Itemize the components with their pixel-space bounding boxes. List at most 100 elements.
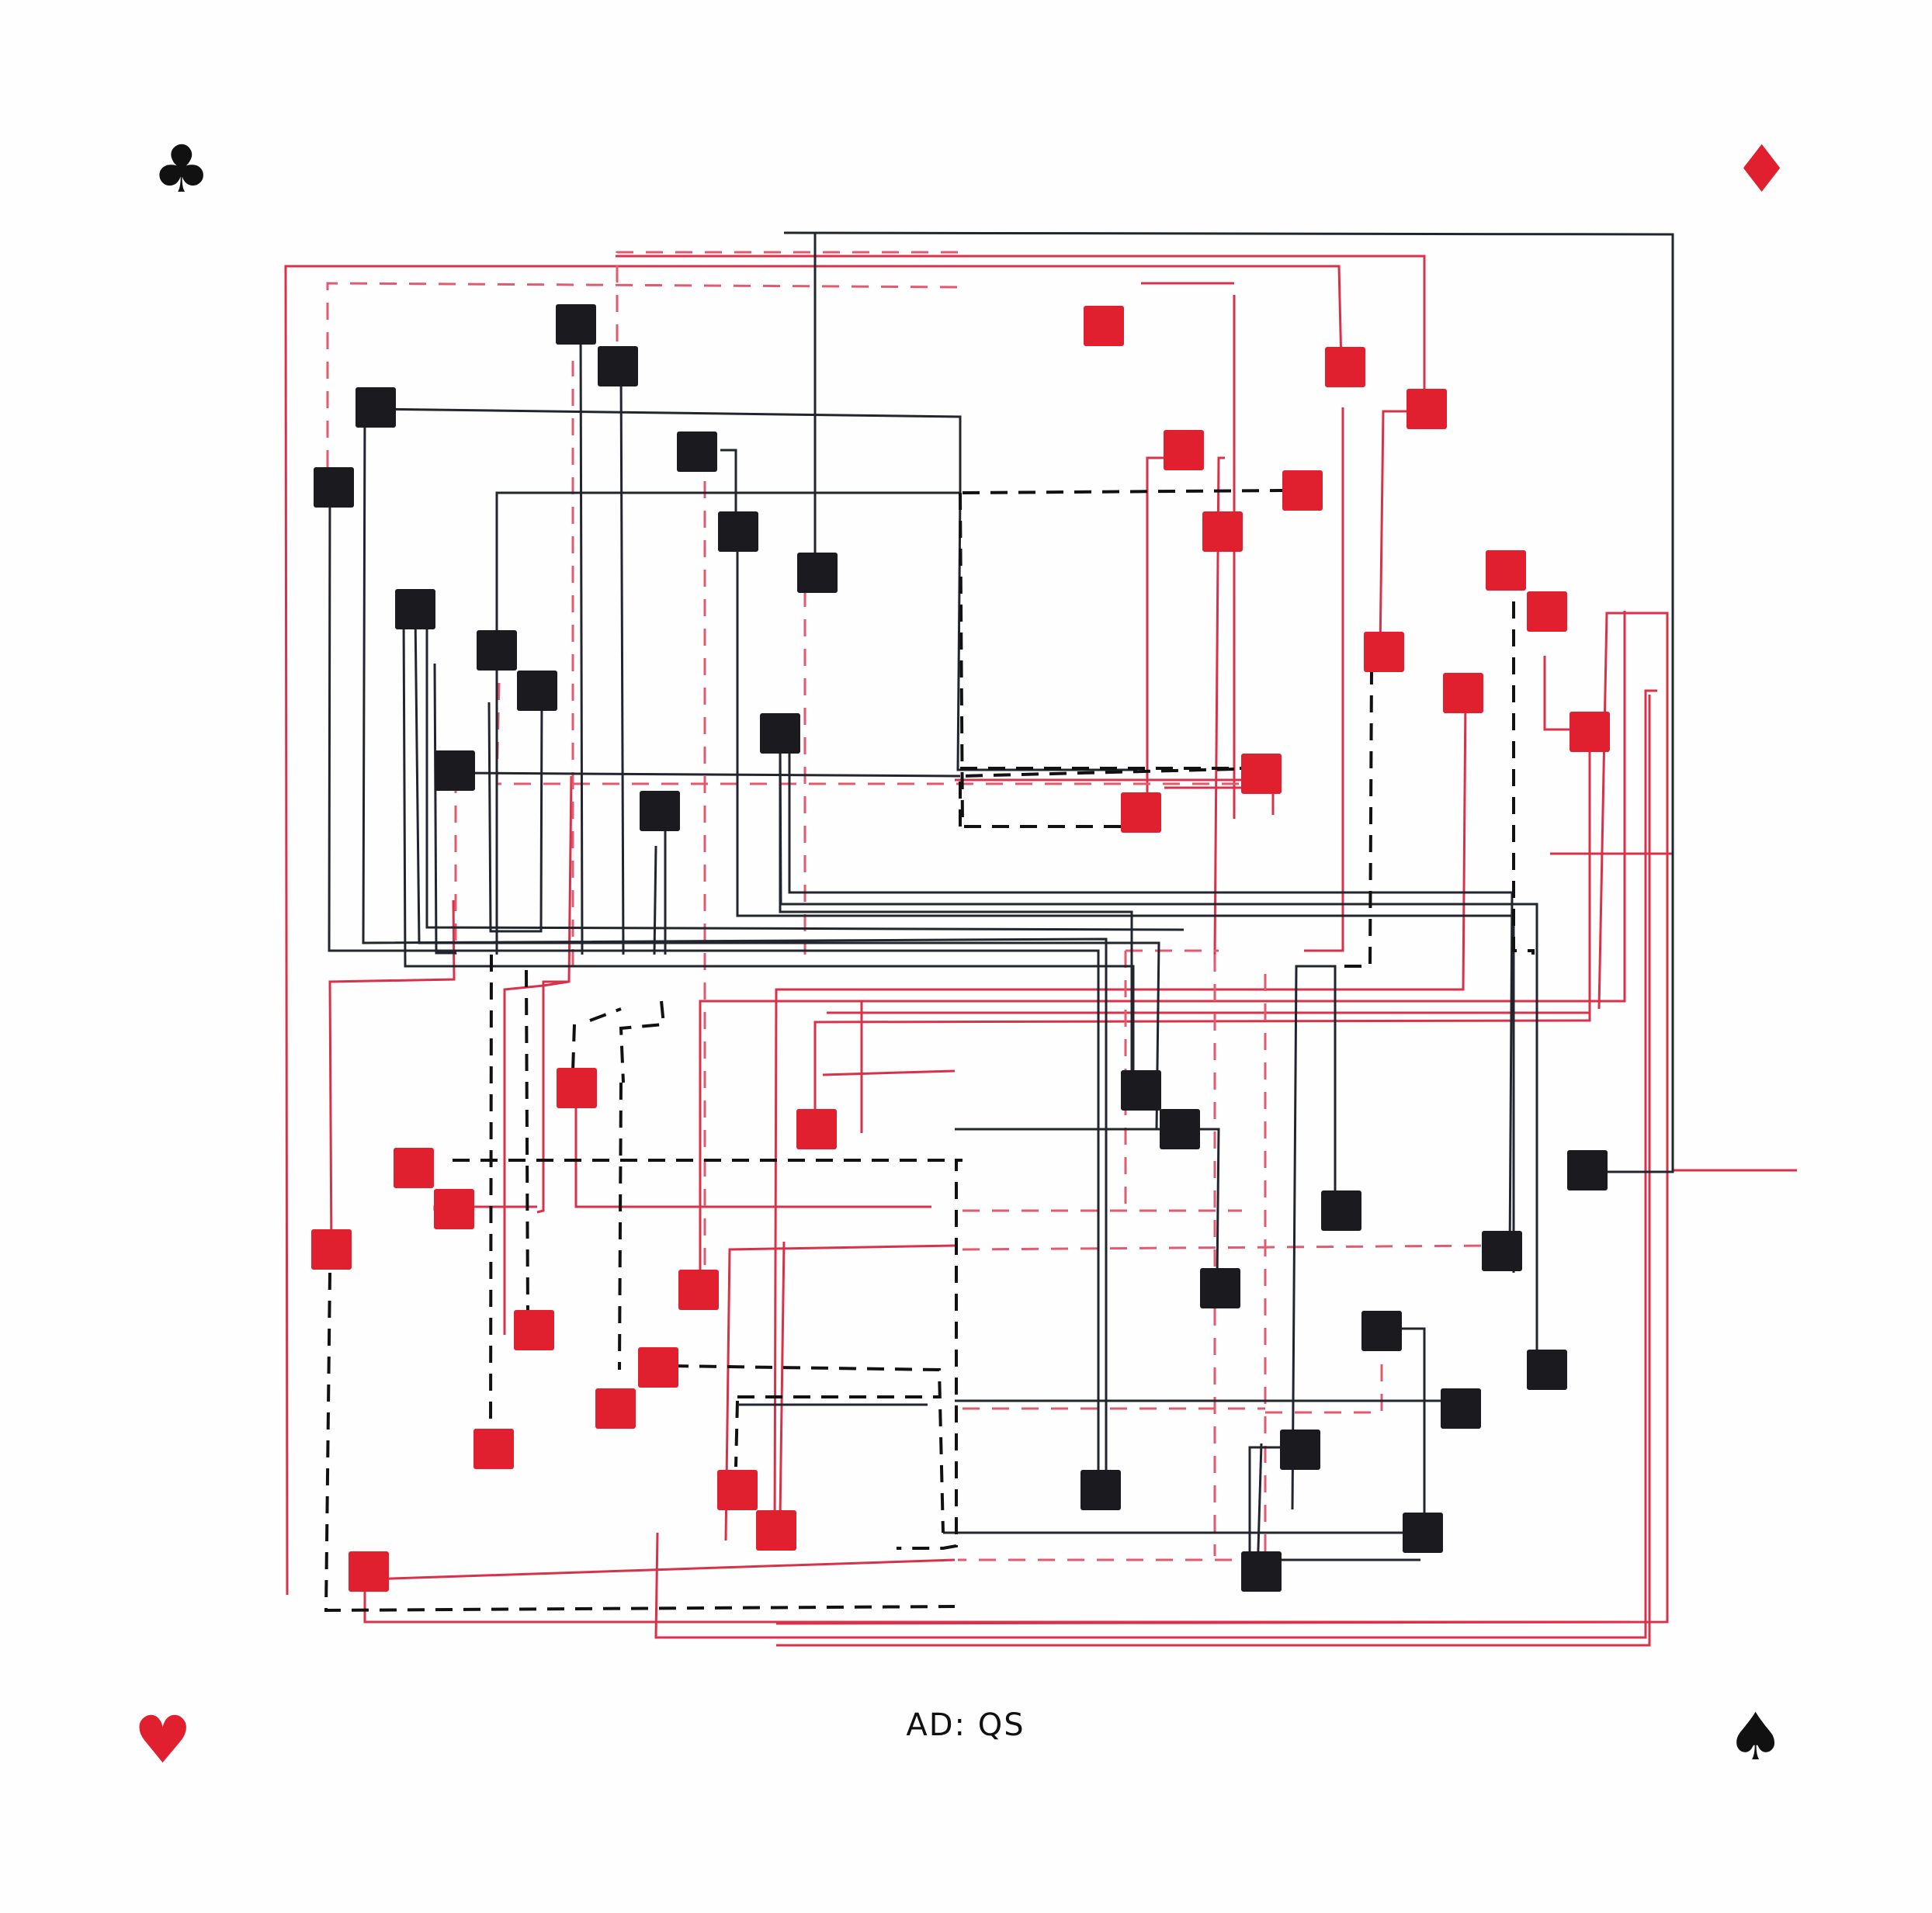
black-wire-11 bbox=[579, 321, 584, 955]
red-dashed-wire-1 bbox=[616, 251, 963, 341]
black-wire-13 bbox=[653, 845, 657, 955]
red-wire-23 bbox=[368, 1558, 956, 1581]
black-dashed-wire-9 bbox=[618, 1082, 623, 1371]
black-solid-wires bbox=[328, 231, 1674, 1576]
caption-label: AD: QS bbox=[906, 1707, 1025, 1743]
black-wire-6 bbox=[402, 612, 1135, 1083]
black-wire-1 bbox=[374, 407, 962, 497]
red-node-44 bbox=[678, 1270, 719, 1310]
black-node-5 bbox=[718, 511, 758, 552]
red-wire-7 bbox=[1146, 456, 1171, 815]
black-dashed-wire-2 bbox=[962, 489, 1285, 494]
black-node-22 bbox=[1280, 1430, 1320, 1470]
red-node-34 bbox=[1364, 632, 1404, 672]
red-node-38 bbox=[1121, 792, 1161, 833]
red-wire-21 bbox=[724, 1244, 956, 1541]
red-node-29 bbox=[1164, 430, 1204, 470]
red-node-50 bbox=[756, 1510, 796, 1551]
red-node-32 bbox=[1486, 550, 1526, 591]
red-node-39 bbox=[557, 1068, 597, 1108]
black-node-0 bbox=[556, 304, 596, 345]
heart-icon: ♥ bbox=[134, 1702, 193, 1778]
red-wire-16 bbox=[328, 899, 456, 1258]
black-wire-22 bbox=[955, 1128, 1220, 1281]
red-node-42 bbox=[434, 1189, 474, 1229]
black-wire-9 bbox=[454, 771, 961, 778]
red-wire-28 bbox=[776, 695, 1651, 1647]
red-node-48 bbox=[473, 1429, 514, 1469]
black-node-6 bbox=[797, 553, 838, 593]
red-node-47 bbox=[595, 1388, 636, 1429]
red-node-31 bbox=[1202, 511, 1243, 552]
black-dashed-wire-4 bbox=[897, 1159, 963, 1550]
black-node-1 bbox=[598, 346, 638, 386]
red-wire-25 bbox=[822, 1069, 956, 1076]
red-dashed-wire-8 bbox=[962, 1244, 1491, 1251]
black-node-10 bbox=[760, 713, 800, 754]
black-wire-19 bbox=[788, 733, 1514, 1258]
black-dashed-wire-7 bbox=[525, 969, 529, 1320]
black-node-17 bbox=[1482, 1231, 1522, 1271]
black-wire-7 bbox=[414, 612, 1160, 1130]
club-icon: ♣ bbox=[152, 131, 211, 207]
red-node-51 bbox=[349, 1551, 389, 1592]
red-node-40 bbox=[796, 1109, 837, 1149]
black-wire-10 bbox=[487, 692, 543, 933]
black-dashed-wire-8 bbox=[571, 1024, 576, 1072]
red-wire-0 bbox=[284, 265, 1343, 1596]
node-group bbox=[311, 304, 1610, 1592]
red-node-45 bbox=[514, 1310, 554, 1350]
black-node-16 bbox=[1321, 1190, 1361, 1231]
red-wire-5 bbox=[616, 255, 1426, 407]
red-wire-24 bbox=[363, 1575, 1630, 1624]
black-node-13 bbox=[1121, 1070, 1161, 1111]
black-dashed-wire-15 bbox=[324, 1272, 956, 1613]
red-node-49 bbox=[717, 1470, 758, 1510]
black-dashed-wire-16 bbox=[1512, 601, 1535, 955]
black-node-12 bbox=[640, 791, 680, 831]
black-dashed-wire-11 bbox=[589, 1007, 622, 1022]
red-node-41 bbox=[394, 1148, 434, 1188]
red-node-33 bbox=[1527, 591, 1567, 632]
red-dashed-wire-0 bbox=[326, 282, 963, 497]
black-wire-15 bbox=[720, 449, 737, 528]
black-node-20 bbox=[1527, 1350, 1567, 1390]
red-wire-11 bbox=[775, 612, 1669, 1625]
red-node-37 bbox=[1241, 754, 1282, 794]
black-node-23 bbox=[1080, 1470, 1121, 1510]
black-wire-16 bbox=[736, 535, 1515, 1273]
red-wire-14 bbox=[813, 733, 1591, 1133]
red-node-36 bbox=[1570, 712, 1610, 752]
black-wire-20 bbox=[779, 737, 1133, 1083]
black-node-7 bbox=[395, 589, 435, 629]
red-node-46 bbox=[638, 1347, 678, 1388]
black-wire-8 bbox=[425, 617, 1185, 931]
black-wire-4 bbox=[362, 407, 1108, 1509]
red-node-43 bbox=[311, 1229, 352, 1270]
black-node-3 bbox=[314, 467, 354, 508]
red-node-35 bbox=[1443, 673, 1483, 713]
red-node-27 bbox=[1325, 347, 1365, 387]
black-wire-21 bbox=[1291, 965, 1337, 1510]
red-wire-9 bbox=[1379, 410, 1424, 653]
black-node-8 bbox=[477, 630, 517, 671]
black-dashed-wire-14 bbox=[734, 1400, 739, 1468]
black-dashed-wire-10 bbox=[619, 1000, 666, 1083]
black-node-9 bbox=[517, 671, 557, 711]
diamond-icon: ♦ bbox=[1733, 131, 1792, 207]
black-node-19 bbox=[1361, 1311, 1402, 1351]
black-dashed-wire-12 bbox=[671, 1364, 945, 1534]
black-node-14 bbox=[1160, 1109, 1200, 1149]
black-node-25 bbox=[1241, 1551, 1282, 1592]
black-dashed-wire-1 bbox=[959, 767, 1266, 827]
black-node-21 bbox=[1441, 1388, 1481, 1429]
red-wire-4 bbox=[1304, 407, 1344, 952]
red-dashed-wires bbox=[326, 251, 1491, 1561]
red-wire-18 bbox=[536, 980, 569, 1214]
black-node-11 bbox=[435, 750, 475, 791]
black-node-15 bbox=[1567, 1150, 1608, 1190]
black-dashed-wire-17 bbox=[1335, 667, 1373, 968]
black-dashed-wire-0 bbox=[959, 492, 1139, 828]
red-node-26 bbox=[1084, 306, 1124, 346]
